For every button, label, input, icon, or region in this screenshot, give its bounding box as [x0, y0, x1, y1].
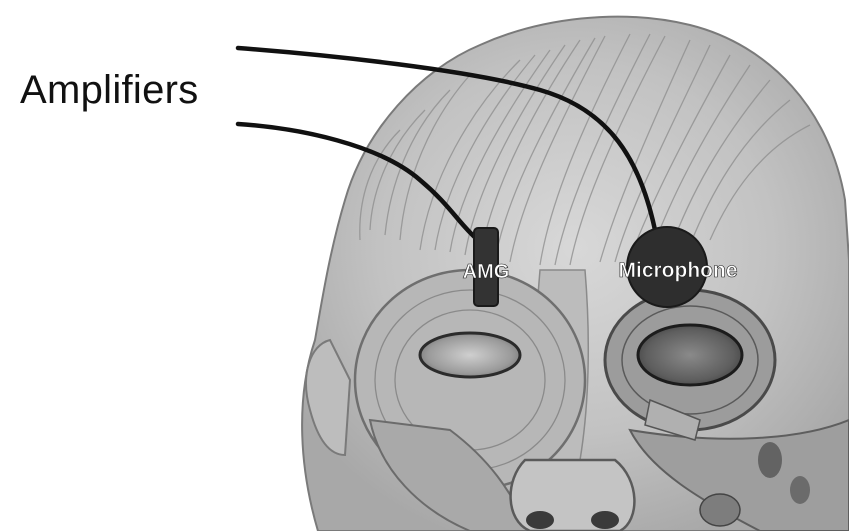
amg-label: AMG: [463, 261, 510, 283]
microphone-label: Microphone: [619, 259, 738, 282]
left-eye: [420, 333, 520, 377]
head-illustration: [302, 17, 849, 531]
right-eye: [638, 325, 742, 385]
